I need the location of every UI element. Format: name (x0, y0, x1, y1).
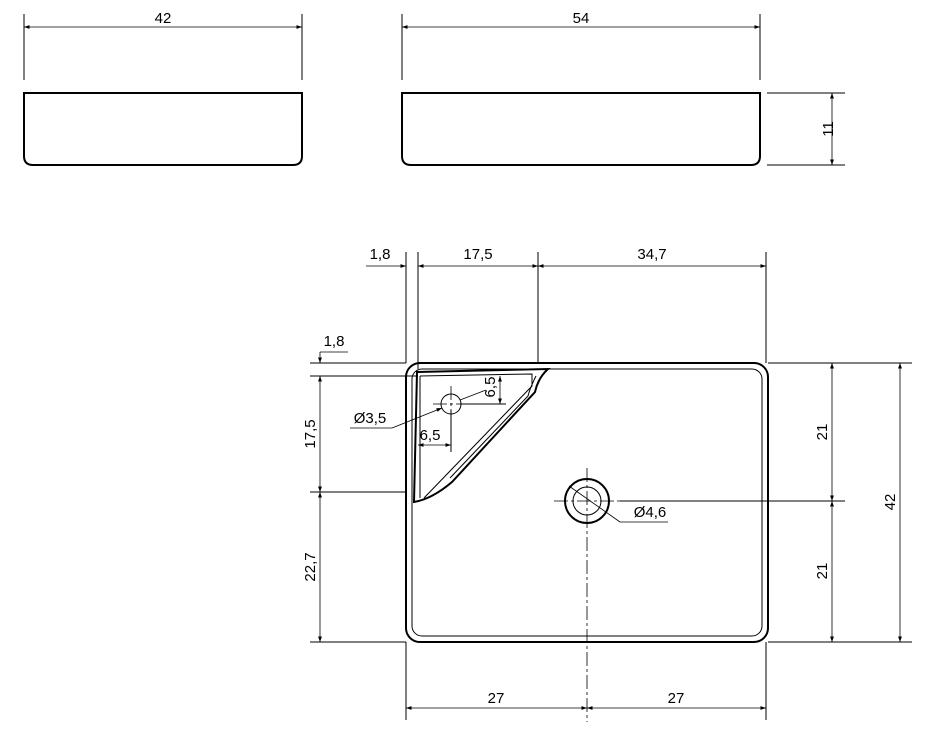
bottom-dim-label-1: 27 (488, 690, 505, 707)
right-dim-label-1: 21 (814, 424, 831, 441)
bottom-dim-label-2: 27 (668, 690, 685, 707)
top-dim-label-1: 1,8 (370, 246, 391, 263)
front-width-label: 42 (155, 10, 172, 27)
small-hole-offset-y-label: 6,5 (482, 377, 499, 398)
drain-diameter-label: Ø4,6 (634, 504, 667, 521)
side-height-label: 11 (820, 121, 837, 137)
right-dim-label-2: 21 (814, 563, 831, 580)
side-view: 54 11 (401, 10, 845, 166)
small-hole-offset-x-label: 6,5 (420, 427, 441, 444)
side-view-outline (401, 92, 761, 166)
soap-shelf-outline (412, 367, 551, 504)
front-view: 42 (23, 10, 303, 166)
top-view: 1,8 17,5 34,7 1,8 17,5 22,7 21 21 42 27 … (302, 246, 912, 722)
front-view-outline (23, 92, 303, 166)
left-dim-label-2: 17,5 (302, 419, 319, 448)
left-dim-label-3: 22,7 (302, 552, 319, 581)
small-hole-diameter-label: Ø3,5 (354, 410, 387, 427)
right-dim-label-3: 42 (882, 494, 899, 511)
side-width-label: 54 (573, 10, 590, 27)
left-dim-label-1: 1,8 (324, 333, 345, 350)
top-dim-label-3: 34,7 (637, 246, 666, 263)
soap-shelf-inner (419, 373, 533, 499)
top-dim-label-2: 17,5 (463, 246, 492, 263)
